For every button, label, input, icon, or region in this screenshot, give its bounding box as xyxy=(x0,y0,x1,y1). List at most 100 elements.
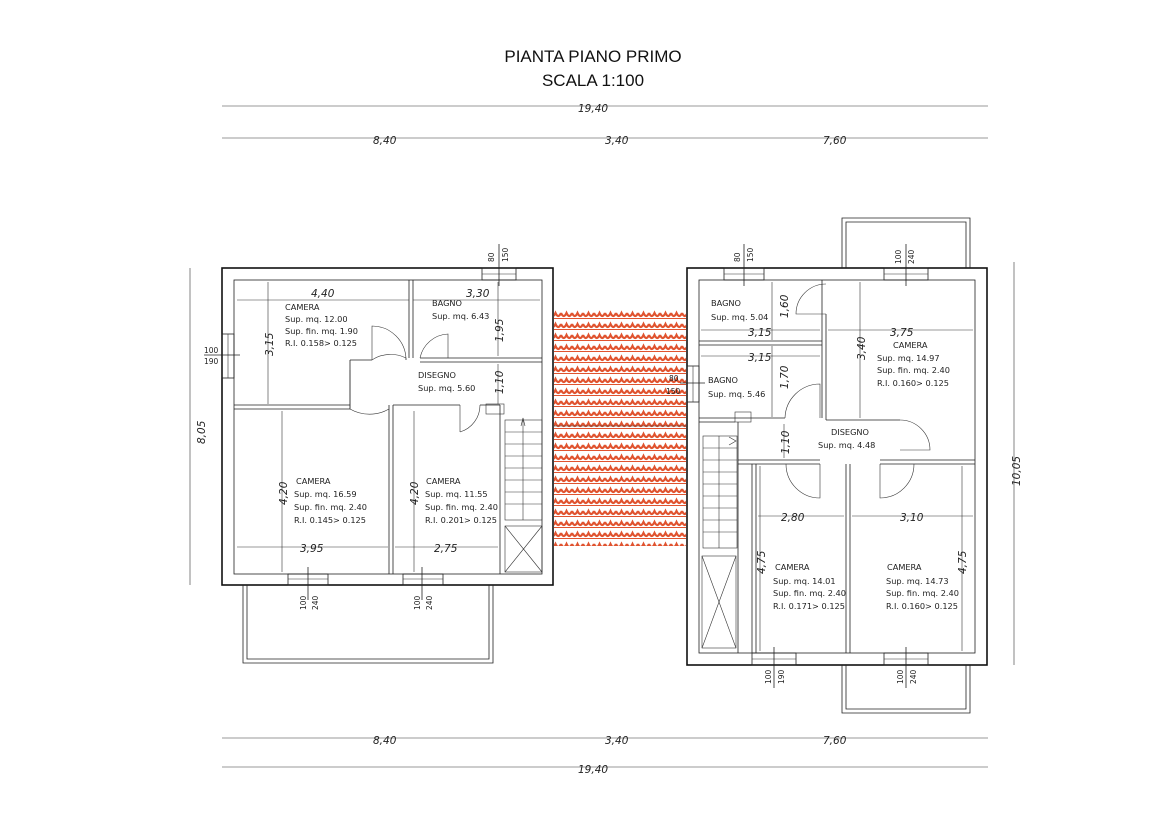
room-camera-se-1: CAMERA Sup. mq. 14.01 Sup. fin. mq. 2.40… xyxy=(756,512,846,611)
dim-label: 4,40 xyxy=(311,288,335,300)
window-label: 100 xyxy=(896,669,905,684)
room-ri: R.I. 0.158> 0.125 xyxy=(285,338,357,348)
room-area: Sup. mq. 5.60 xyxy=(418,383,475,393)
dim-label: 3,30 xyxy=(466,288,490,300)
dim-left-top: 8,40 xyxy=(373,135,397,147)
window-label: 100 xyxy=(204,346,219,355)
room-camera-sm: CAMERA Sup. mq. 11.55 Sup. fin. mq. 2.40… xyxy=(409,476,498,555)
room-name: CAMERA xyxy=(887,562,922,572)
window-label: 150 xyxy=(746,247,755,262)
dim-right-top: 7,60 xyxy=(823,135,847,147)
dim-label: 3,15 xyxy=(264,332,276,356)
room-bagno-right-1: BAGNO Sup. mq. 5.04 3,15 1,60 xyxy=(711,294,791,339)
plan-title: PIANTA PIANO PRIMO xyxy=(504,47,681,66)
room-name: DISEGNO xyxy=(831,427,869,437)
room-name: CAMERA xyxy=(426,476,461,486)
room-name: BAGNO xyxy=(708,375,738,385)
dim-middle-top: 3,40 xyxy=(605,135,629,147)
window-label: 100 xyxy=(764,669,773,684)
dim-label: 2,75 xyxy=(434,543,458,555)
room-area-fin: Sup. fin. mq. 2.40 xyxy=(773,588,846,598)
window-label: 150 xyxy=(501,247,510,262)
dim-label: 3,15 xyxy=(748,352,772,364)
room-name: CAMERA xyxy=(893,340,928,350)
room-ri: R.I. 0.201> 0.125 xyxy=(425,515,497,525)
room-camera-sw: CAMERA Sup. mq. 16.59 Sup. fin. mq. 2.40… xyxy=(278,476,367,555)
window-label: 240 xyxy=(311,595,320,610)
plan-scale: SCALA 1:100 xyxy=(542,71,644,90)
dim-label: 3,95 xyxy=(300,543,324,555)
left-unit xyxy=(204,244,554,664)
room-name: BAGNO xyxy=(432,298,462,308)
window-label: 240 xyxy=(907,249,916,264)
dim-total-top: 19,40 xyxy=(578,103,608,115)
dim-label: 4,20 xyxy=(409,481,421,505)
dim-label: 3,40 xyxy=(856,336,868,360)
window-label: 150 xyxy=(666,387,681,396)
window-label: 80 xyxy=(487,252,496,262)
dim-label: 3,10 xyxy=(900,512,924,524)
dim-label: 1,70 xyxy=(779,365,791,389)
room-name: BAGNO xyxy=(711,298,741,308)
dim-total-bottom: 19,40 xyxy=(578,764,608,776)
room-name: CAMERA xyxy=(296,476,331,486)
window-label: 100 xyxy=(894,249,903,264)
window-label: 80 xyxy=(669,374,679,383)
window-label: 80 xyxy=(733,252,742,262)
room-camera-nw: CAMERA Sup. mq. 12.00 Sup. fin. mq. 1.90… xyxy=(264,288,358,356)
dim-middle-bottom: 3,40 xyxy=(605,735,629,747)
room-area-fin: Sup. fin. mq. 2.40 xyxy=(886,588,959,598)
right-unit xyxy=(680,217,988,714)
window-label: 190 xyxy=(204,357,219,366)
dim-label: 2,80 xyxy=(781,512,805,524)
room-area: Sup. mq. 14.97 xyxy=(877,353,940,363)
room-area: Sup. mq. 5.46 xyxy=(708,389,765,399)
dim-label: 1,95 xyxy=(494,318,506,342)
window-label: 100 xyxy=(413,595,422,610)
dim-right-bottom: 7,60 xyxy=(823,735,847,747)
dim-label: 1,10 xyxy=(780,430,792,454)
dim-label: 1,10 xyxy=(494,370,506,394)
room-area: Sup. mq. 16.59 xyxy=(294,489,357,499)
room-area: Sup. mq. 14.01 xyxy=(773,576,836,586)
room-camera-se-2: CAMERA Sup. mq. 14.73 Sup. fin. mq. 2.40… xyxy=(886,512,969,611)
room-name: DISEGNO xyxy=(418,370,456,380)
dim-label: 3,15 xyxy=(748,327,772,339)
room-area: Sup. mq. 12.00 xyxy=(285,314,348,324)
dim-left-height: 8,05 xyxy=(196,420,208,444)
roof-tiles xyxy=(554,308,686,546)
window-label: 240 xyxy=(909,669,918,684)
top-dimensions: 19,40 8,40 3,40 7,60 xyxy=(222,103,988,147)
room-bagno-right-2: BAGNO Sup. mq. 5.46 3,15 1,70 xyxy=(708,352,791,399)
window-label: 240 xyxy=(425,595,434,610)
room-area-fin: Sup. fin. mq. 1.90 xyxy=(285,326,358,336)
room-ri: R.I. 0.160> 0.125 xyxy=(877,378,949,388)
dim-label: 3,75 xyxy=(890,327,914,339)
dim-right-height: 10,05 xyxy=(1011,456,1023,486)
room-area-fin: Sup. fin. mq. 2.40 xyxy=(877,365,950,375)
room-ri: R.I. 0.160> 0.125 xyxy=(886,601,958,611)
dim-label: 4,20 xyxy=(278,481,290,505)
room-area: Sup. mq. 6.43 xyxy=(432,311,489,321)
room-name: CAMERA xyxy=(285,302,320,312)
room-ri: R.I. 0.145> 0.125 xyxy=(294,515,366,525)
dim-label: 4,75 xyxy=(957,550,969,574)
room-area: Sup. mq. 11.55 xyxy=(425,489,488,499)
room-area-fin: Sup. fin. mq. 2.40 xyxy=(425,502,498,512)
room-ri: R.I. 0.171> 0.125 xyxy=(773,601,845,611)
room-disegno-left: DISEGNO Sup. mq. 5.60 1,10 xyxy=(418,370,506,394)
room-area: Sup. mq. 5.04 xyxy=(711,312,768,322)
room-area-fin: Sup. fin. mq. 2.40 xyxy=(294,502,367,512)
room-name: CAMERA xyxy=(775,562,810,572)
room-area: Sup. mq. 14.73 xyxy=(886,576,949,586)
window-label: 100 xyxy=(299,595,308,610)
room-bagno-left: BAGNO Sup. mq. 6.43 3,30 1,95 xyxy=(432,288,506,342)
dim-label: 1,60 xyxy=(779,294,791,318)
bottom-dimensions: 8,40 3,40 7,60 19,40 xyxy=(222,735,988,776)
room-area: Sup. mq. 4.48 xyxy=(818,440,875,450)
room-camera-ne: CAMERA Sup. mq. 14.97 Sup. fin. mq. 2.40… xyxy=(856,327,950,388)
room-disegno-right: DISEGNO Sup. mq. 4.48 1,10 xyxy=(780,427,875,454)
dim-label: 4,75 xyxy=(756,550,768,574)
window-label: 190 xyxy=(777,669,786,684)
